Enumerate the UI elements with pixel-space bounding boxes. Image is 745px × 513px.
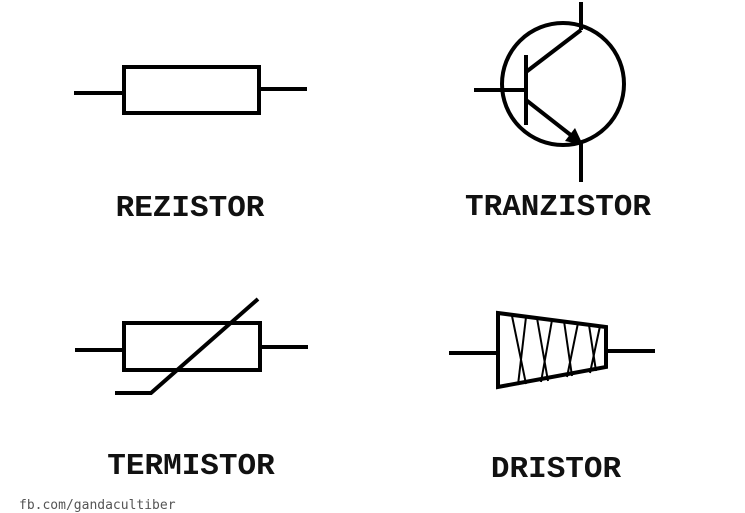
thermistor-label: TERMISTOR xyxy=(107,449,275,484)
transistor-label: TRANZISTOR xyxy=(464,190,652,225)
dristor-hatching xyxy=(511,315,601,386)
transistor-emitter-line xyxy=(524,98,574,138)
thermistor-diagonal xyxy=(115,297,260,395)
footer-credit: fb.com/gandacultiber xyxy=(19,498,176,513)
resistor-label: REZISTOR xyxy=(115,191,265,226)
transistor-collector-line xyxy=(524,28,583,74)
transistor-envelope xyxy=(500,21,626,147)
transistor-emitter-arrow xyxy=(565,128,583,145)
dristor-body xyxy=(496,310,608,390)
dristor-label: DRISTOR xyxy=(490,452,622,487)
